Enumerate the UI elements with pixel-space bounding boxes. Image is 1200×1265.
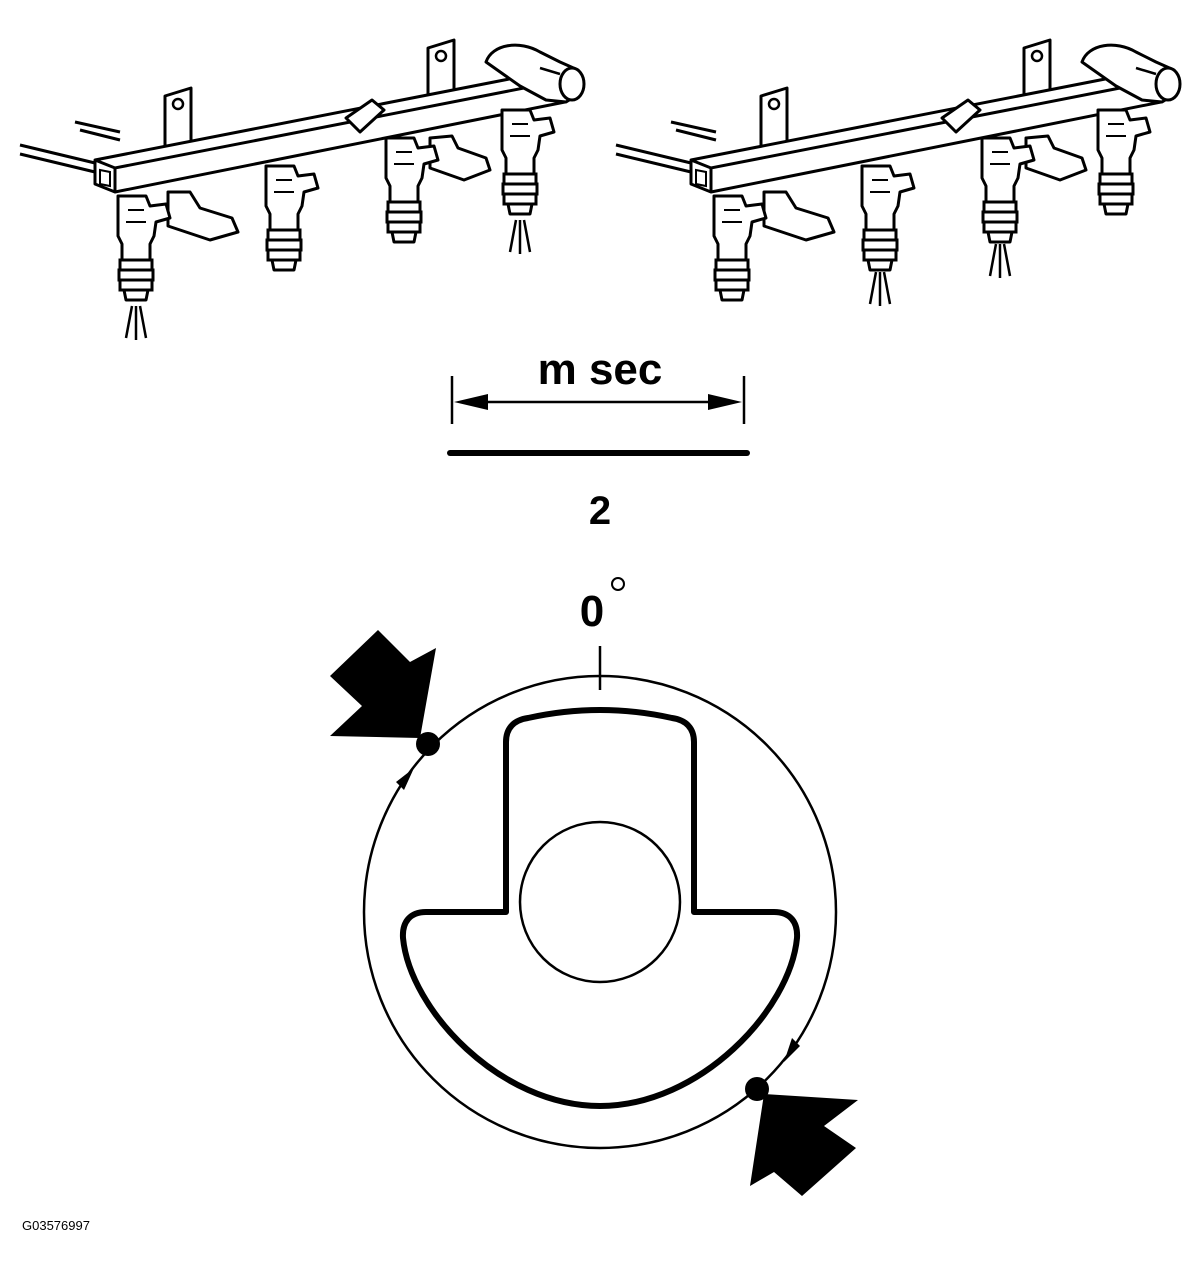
spray-injector-2-right (868, 270, 892, 308)
degree-symbol (611, 577, 625, 591)
fuel-rail-right (616, 40, 1180, 308)
timing-point-upper (416, 732, 440, 756)
fuel-rail-left (20, 40, 584, 342)
pointer-arrow-upper (330, 630, 436, 738)
angle-label: 0 (580, 587, 604, 636)
cam-profile (399, 707, 801, 1109)
rotation-arrows (396, 768, 800, 1062)
timing-point-lower (745, 1077, 769, 1101)
pointer-arrow-lower (750, 1094, 858, 1196)
cam-wheel (362, 674, 838, 1150)
camshaft-hub (518, 820, 682, 984)
pulse-width-label: m sec (538, 345, 663, 394)
pulse-number: 2 (589, 489, 611, 533)
rotation-arrowhead-lower (784, 1038, 800, 1062)
spray-injector-4-left (508, 218, 532, 256)
zero-degree-marker: 0 (580, 577, 625, 690)
pulse-width-dimension: m sec 2 (447, 345, 750, 533)
figure-code: G03576997 (22, 1218, 90, 1233)
spray-injector-3-right (988, 242, 1012, 280)
cam-outer-circle (362, 674, 838, 1150)
spray-injector-1-left (124, 304, 148, 342)
rotation-arrowhead-upper (396, 768, 414, 790)
